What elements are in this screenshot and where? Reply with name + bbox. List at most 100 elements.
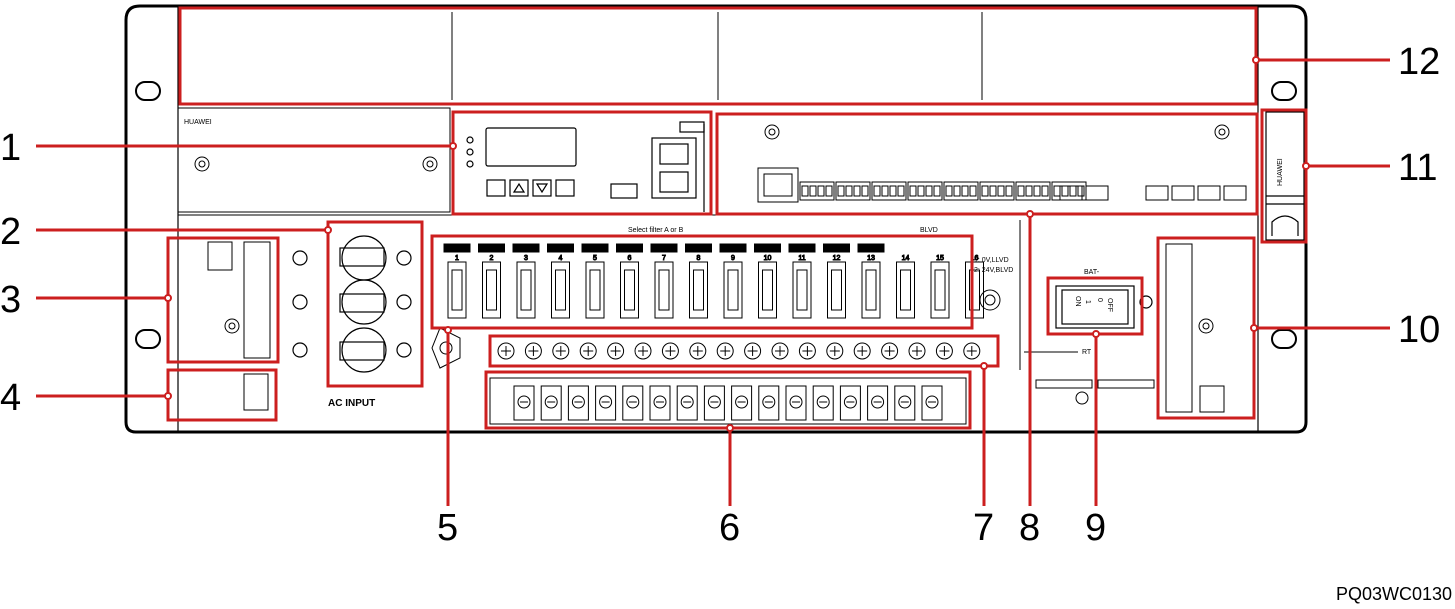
top-blank-slots <box>451 12 983 100</box>
load-terminal <box>622 385 644 421</box>
load-terminal <box>595 385 617 421</box>
callout-2: 2 <box>0 211 21 253</box>
dry-contact-terminal-blocks <box>799 181 1247 201</box>
load-terminal <box>867 385 889 421</box>
breaker-5: 5 <box>581 243 609 319</box>
busbar-screw <box>579 342 597 360</box>
load-terminal <box>649 385 671 421</box>
box-11 <box>1260 108 1308 244</box>
negative-busbar <box>497 342 981 360</box>
load-terminal <box>513 385 535 421</box>
breaker-number: 5 <box>593 255 597 262</box>
breaker-15: 15 <box>930 255 950 319</box>
callout-7: 7 <box>973 507 994 549</box>
busbar-screw <box>716 342 734 360</box>
callout-4: 4 <box>0 377 21 419</box>
busbar-screw <box>744 342 762 360</box>
terminal-block <box>835 181 871 201</box>
signal-transfer-board <box>757 124 1230 203</box>
switch-zero-label: 0 <box>1096 298 1103 302</box>
breaker-1: 1 <box>443 243 471 319</box>
handle-brand-label: HUAWEI <box>1277 158 1284 186</box>
select-filter-label: Select filter A or B <box>628 227 684 234</box>
breaker-number: 8 <box>697 255 701 262</box>
busbar-screw <box>661 342 679 360</box>
switch-one-label: 1 <box>1084 300 1091 304</box>
load-terminal <box>676 385 698 421</box>
busbar-screw <box>826 342 844 360</box>
sensor-port <box>1085 185 1109 201</box>
breaker-number: 7 <box>662 255 666 262</box>
box-4 <box>166 368 278 422</box>
callout-5: 5 <box>437 507 458 549</box>
callout-3: 3 <box>0 279 21 321</box>
callout-11: 11 <box>1398 147 1437 189</box>
terminal-strip-body <box>489 377 967 425</box>
switch-off-label: OFF <box>1106 298 1113 312</box>
terminal-block <box>799 181 835 201</box>
callout-12: 12 <box>1398 41 1440 83</box>
load-terminal <box>731 385 753 421</box>
terminal-block <box>943 181 979 201</box>
breaker-9: 9 <box>719 243 747 319</box>
battery-switch <box>1055 285 1153 329</box>
brand-label: HUAWEI <box>184 119 212 126</box>
load-terminal-strip <box>489 377 967 425</box>
busbar-screw <box>963 342 981 360</box>
breaker-number: 9 <box>731 255 735 262</box>
busbar-screw <box>935 342 953 360</box>
breaker-number: 12 <box>833 255 841 262</box>
box-10 <box>1156 236 1256 420</box>
load-terminal <box>567 385 589 421</box>
blvd-label: BLVD <box>920 227 938 234</box>
busbar-screw <box>524 342 542 360</box>
terminal-block <box>907 181 943 201</box>
busbar-screw <box>607 342 625 360</box>
breaker-number: 3 <box>524 255 528 262</box>
breaker-number: 2 <box>490 255 494 262</box>
right-blank-panel <box>1165 243 1225 413</box>
breaker-10: 10 <box>754 243 781 319</box>
breaker-number: 10 <box>764 255 772 262</box>
busbar-screw <box>908 342 926 360</box>
breaker-13: 13 <box>857 243 885 319</box>
rt-label: RT <box>1082 349 1092 356</box>
load-terminal <box>921 385 943 421</box>
llvd-legend-1: 1: 0V,LLVD <box>974 257 1009 264</box>
callout-10: 10 <box>1398 309 1440 351</box>
box-7 <box>488 334 1000 368</box>
sensor-port <box>1145 185 1169 201</box>
box-1 <box>451 110 713 216</box>
terminal-block <box>979 181 1015 201</box>
box-3 <box>166 236 280 364</box>
breaker-14: 14 <box>896 255 915 319</box>
callout-8: 8 <box>1019 507 1040 549</box>
figure-code: PQ03WC0130 <box>1336 584 1452 604</box>
llvd-legend-2: 2: 24V,BLVD <box>974 267 1013 274</box>
breaker-number: 16 <box>971 255 979 262</box>
sensor-connectors <box>1024 351 1155 405</box>
load-terminal <box>894 385 916 421</box>
breaker-6: 6 <box>616 243 643 319</box>
load-terminal <box>812 385 834 421</box>
left-blank-panel <box>207 241 271 411</box>
breaker-number: 4 <box>559 255 563 262</box>
busbar-screw <box>771 342 789 360</box>
monitoring-unit <box>466 121 705 212</box>
breaker-7: 7 <box>650 243 678 319</box>
callout-9: 9 <box>1085 507 1106 549</box>
busbar-screw <box>497 342 515 360</box>
terminal-block <box>1051 181 1087 201</box>
sensor-port <box>1171 185 1195 201</box>
box-8 <box>715 112 1259 216</box>
load-terminal <box>540 385 562 421</box>
breaker-8: 8 <box>685 243 712 319</box>
terminal-block <box>871 181 907 201</box>
breaker-11: 11 <box>788 243 816 319</box>
sensor-port <box>1223 185 1247 201</box>
callout-1: 1 <box>0 127 21 169</box>
leader-lines <box>36 58 1390 506</box>
box-5 <box>430 234 974 330</box>
